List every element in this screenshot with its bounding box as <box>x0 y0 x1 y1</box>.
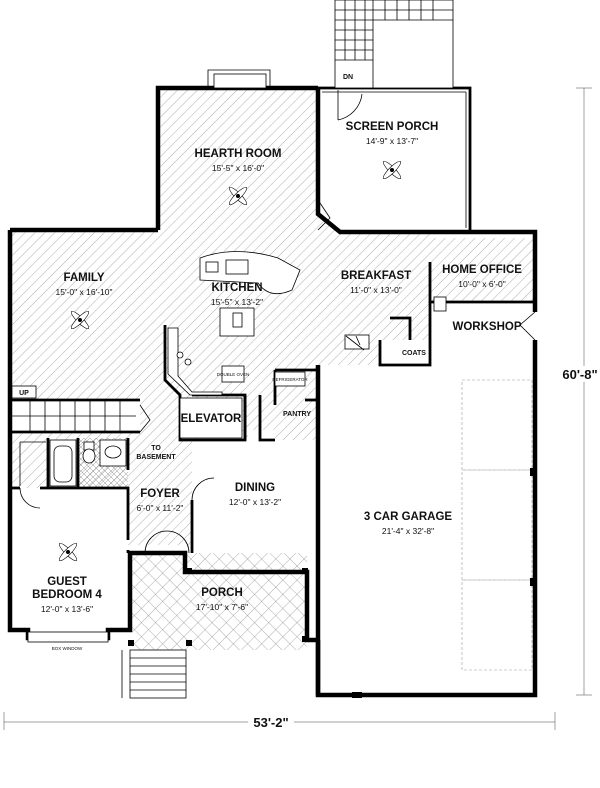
guest-closet <box>19 441 46 509</box>
elevator-shaft <box>179 397 243 439</box>
foyer-name: FOYER <box>140 488 180 500</box>
double-oven-label: DOUBLE OVEN <box>217 372 250 377</box>
to-basement-line2: BASEMENT <box>136 454 176 461</box>
box-window-label: BOX WINDOW <box>52 646 83 651</box>
dining-dims: 12'-0" x 13'-2" <box>229 497 281 507</box>
guest-bedroom-line2: BEDROOM 4 <box>32 589 102 601</box>
up-label: UP <box>19 390 29 397</box>
breakfast-door <box>317 199 331 231</box>
kitchen-dims: 15'-5" x 13'-2" <box>211 297 263 307</box>
family-name: FAMILY <box>63 272 104 284</box>
to-basement-line1: TO <box>151 445 161 452</box>
garage-dims: 21'-4" x 32'-8" <box>382 526 434 536</box>
box-window <box>27 631 109 643</box>
screen-porch-dims: 14'-9" x 13'-7" <box>366 136 418 146</box>
foyer-door <box>191 477 215 501</box>
hearth-room-name: HEARTH ROOM <box>195 148 282 160</box>
screen-porch-door <box>337 90 363 121</box>
home-office-dims: 10'-0" x 6'-0" <box>458 279 506 289</box>
dining-name: DINING <box>235 482 275 494</box>
porch-name: PORCH <box>201 587 243 599</box>
deck-stairs <box>334 0 454 89</box>
bath-fixtures <box>49 439 127 487</box>
garage-door-steps <box>344 334 370 351</box>
screen-porch-name: SCREEN PORCH <box>346 121 439 133</box>
guest-bedroom-line1: GUEST <box>47 576 87 588</box>
breakfast-name: BREAKFAST <box>341 270 411 282</box>
porch-posts <box>128 568 308 646</box>
porch-stairs <box>121 649 187 699</box>
coats-name: COATS <box>402 350 426 357</box>
porch-floor <box>132 553 307 650</box>
ceiling-fan-screen-porch <box>382 160 402 180</box>
elevator-name: ELEVATOR <box>181 413 242 425</box>
ceiling-fan-guest <box>58 542 78 562</box>
basement-stairs <box>12 400 151 433</box>
kitchen-counters <box>167 327 223 396</box>
front-door <box>144 530 190 554</box>
guest-bedroom-dims: 12'-0" x 13'-6" <box>41 604 93 614</box>
overall-depth: 60'-8" <box>562 367 597 382</box>
home-office-name: HOME OFFICE <box>442 264 522 276</box>
kitchen-name: KITCHEN <box>211 282 262 294</box>
overall-width: 53'-2" <box>253 715 288 730</box>
pantry-name: PANTRY <box>283 411 311 418</box>
porch-dims: 17'-10" x 7'-6" <box>196 602 248 612</box>
garage-doors <box>352 379 535 698</box>
workshop-name: WORKSHOP <box>453 321 522 333</box>
family-dims: 15'-0" x 16'-10" <box>55 287 112 297</box>
interior-walls <box>10 140 535 553</box>
ceiling-fan-hearth <box>228 186 248 206</box>
workshop-door <box>433 296 536 341</box>
garage-name: 3 CAR GARAGE <box>364 511 453 523</box>
ceiling-fan-family <box>70 310 90 330</box>
double-oven <box>221 365 245 383</box>
foyer-dims: 6'-0" x 11'-2" <box>137 503 184 513</box>
breakfast-dims: 11'-0" x 13'-0" <box>350 285 402 295</box>
refrigerator-label: REFRIGERATOR <box>272 377 308 382</box>
kitchen-island <box>199 251 301 337</box>
dn-label: DN <box>343 74 353 81</box>
fireplace <box>213 73 267 89</box>
hearth-room-dims: 15'-5" x 16'-0" <box>212 163 264 173</box>
refrigerator <box>274 371 306 387</box>
screen-porch-screens <box>322 91 467 228</box>
up-arrow-box <box>11 385 37 399</box>
